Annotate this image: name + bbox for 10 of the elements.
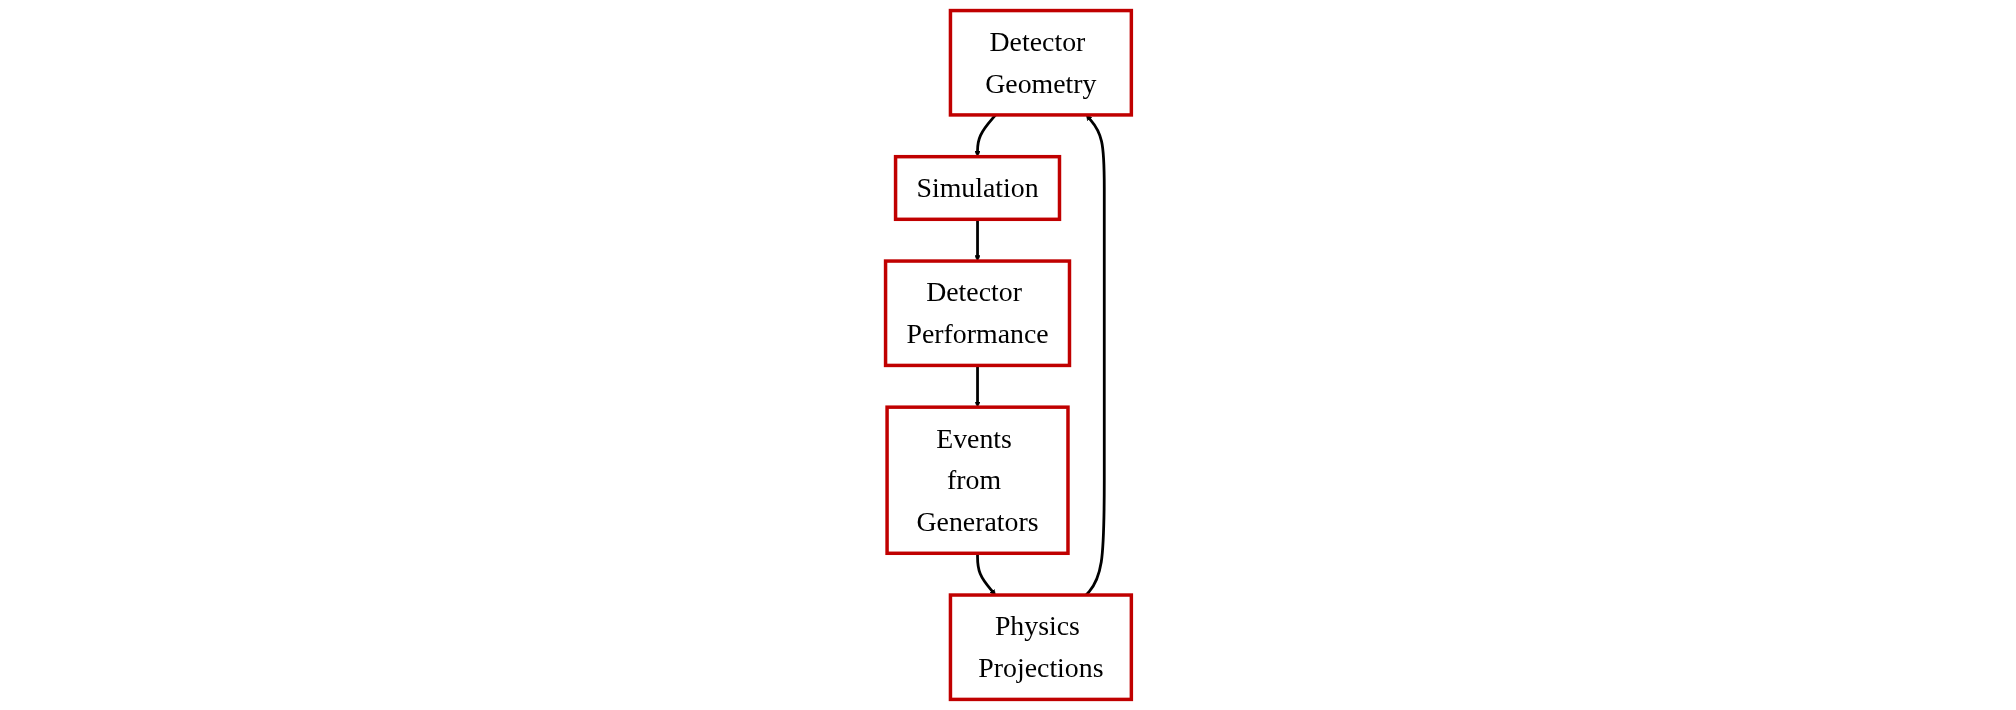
node-box: Detector Performance [883,259,1071,368]
node-box: Detector Geometry [948,8,1133,117]
arrow [1084,114,1106,596]
node-box: Simulation [893,154,1061,222]
node-box: Events from Generators [884,405,1070,556]
arrow [974,365,981,408]
arrow [974,219,981,262]
arrow [975,553,996,596]
node-box: Physics Projections [948,593,1133,702]
arrow [974,114,997,157]
